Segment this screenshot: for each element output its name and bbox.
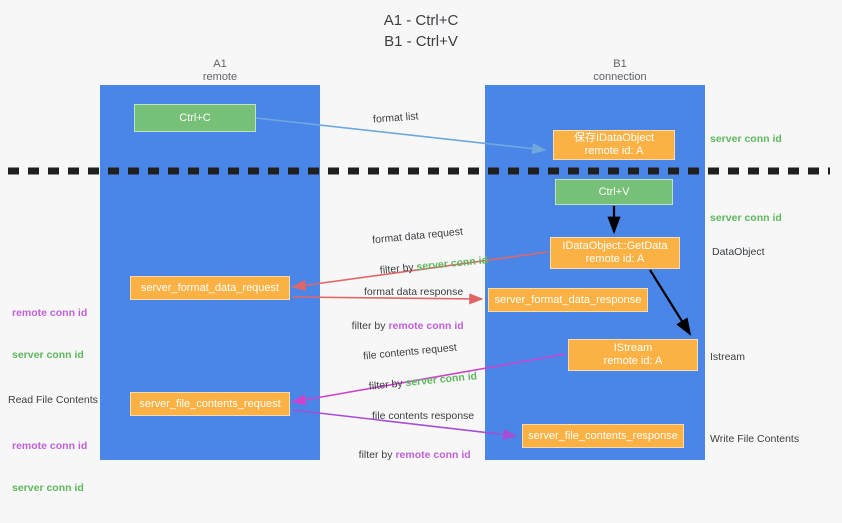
label-left-conn-ids-1: remote conn id server conn id — [12, 278, 87, 390]
label-remote-conn-id-1: remote conn id — [12, 307, 88, 319]
label-dataobject: DataObject — [712, 246, 765, 258]
box-server-format-data-response[interactable]: server_format_data_response — [488, 288, 648, 312]
label-server-conn-id-mid: server conn id — [710, 212, 782, 224]
filter-prefix: filter by — [368, 377, 407, 393]
box-ctrl-c[interactable]: Ctrl+C — [134, 104, 256, 132]
box-idataobject-getdata[interactable]: IDataObject::GetData remote id: A — [550, 237, 680, 269]
label-left-conn-ids-2: remote conn id server conn id — [12, 411, 87, 523]
arrow-file-contents-response — [292, 409, 518, 441]
filter-prefix: filter by — [379, 261, 418, 277]
box-server-format-data-request[interactable]: server_format_data_request — [130, 276, 290, 300]
arrow-file-contents-request — [291, 353, 567, 406]
arrow-format-data-response — [292, 293, 484, 305]
label-server-conn-id-1: server conn id — [12, 349, 84, 361]
label-server-conn-id-top: server conn id — [710, 133, 782, 145]
label-format-data-response: format data response — [364, 286, 464, 298]
box-ctrl-v[interactable]: Ctrl+V — [555, 179, 673, 205]
box-server-file-contents-request[interactable]: server_file_contents_request — [130, 392, 290, 416]
arrow-format-data-request — [291, 251, 549, 291]
filter-key-server-conn-id: server conn id — [404, 370, 478, 390]
filter-key-remote-conn-id: remote conn id — [388, 320, 464, 332]
label-file-contents-response: file contents response — [372, 410, 475, 422]
page-title: A1 - Ctrl+C B1 - Ctrl+V — [383, 12, 459, 50]
label-format-data-response-filter: filter by remote conn id — [340, 305, 464, 347]
box-server-file-contents-response[interactable]: server_file_contents_response — [522, 424, 684, 448]
arrow-getdata-to-istream — [649, 269, 692, 336]
box-save-idataobject[interactable]: 保存IDataObject remote id: A — [553, 130, 675, 160]
box-istream[interactable]: IStream remote id: A — [568, 339, 698, 371]
filter-prefix: filter by — [351, 320, 389, 332]
label-server-conn-id-2: server conn id — [12, 482, 84, 494]
label-remote-conn-id-2: remote conn id — [12, 440, 88, 452]
filter-key-remote-conn-id: remote conn id — [395, 449, 471, 461]
filter-prefix: filter by — [358, 449, 396, 461]
filter-key-server-conn-id: server conn id — [415, 254, 489, 274]
diagram-canvas: A1 - Ctrl+C B1 - Ctrl+V A1 remote B1 con… — [8, 12, 830, 494]
label-read-file-contents: Read File Contents — [8, 394, 98, 406]
arrow-format-list — [255, 117, 547, 155]
label-write-file-contents: Write File Contents — [710, 433, 800, 445]
label-file-contents-response-filter: filter by remote conn id — [347, 434, 471, 476]
column-header-b1: B1 connection — [593, 58, 647, 83]
label-istream: Istream — [710, 351, 746, 363]
column-header-a1: A1 remote — [202, 58, 238, 83]
